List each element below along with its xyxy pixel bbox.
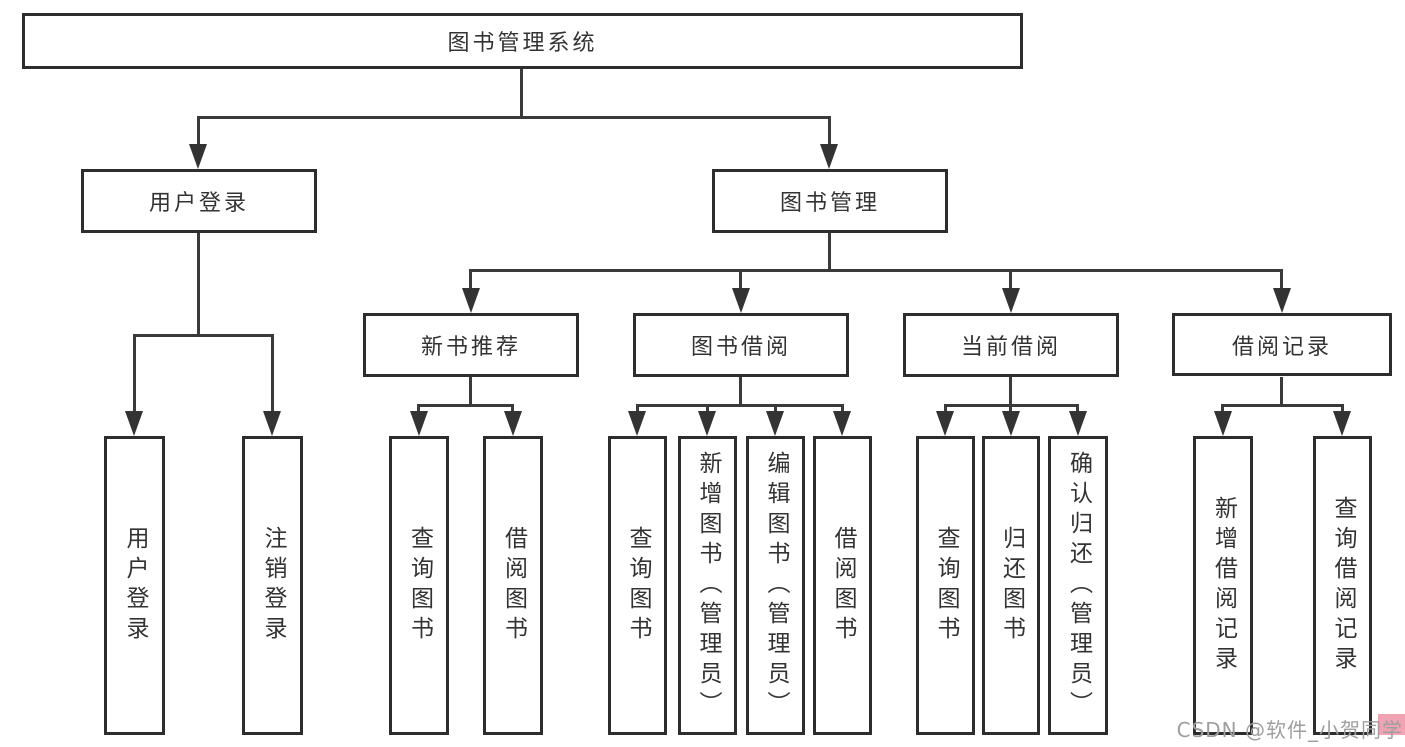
connector-line	[828, 116, 831, 146]
node-current-borrowing-label: 当前借阅	[960, 335, 1061, 360]
leaf-label: 查询借阅记录	[1330, 495, 1356, 676]
arrow-down-icon	[833, 411, 851, 436]
connector-line	[636, 404, 639, 413]
connector-line	[636, 404, 844, 407]
connector-line	[133, 334, 136, 414]
leaf-label: 新增图书（管理员）	[695, 450, 721, 721]
connector-line	[828, 233, 831, 271]
leaf-user-login: 用户登录	[104, 436, 165, 735]
node-root-label: 图书管理系统	[447, 31, 598, 56]
connector-line	[1221, 404, 1224, 413]
connector-line	[1341, 404, 1344, 413]
connector-line	[271, 334, 274, 414]
arrow-down-icon	[628, 411, 646, 436]
watermark: CSDN @软件_小贺同学	[1176, 718, 1403, 742]
arrow-down-icon	[1002, 411, 1020, 436]
connector-line	[417, 404, 514, 407]
leaf-label: 编辑图书（管理员）	[763, 450, 789, 721]
node-book-management-label: 图书管理	[779, 191, 880, 216]
connector-line	[1280, 269, 1283, 291]
connector-line	[469, 269, 1283, 272]
arrow-down-icon	[462, 288, 480, 313]
connector-line	[417, 404, 420, 413]
leaf-label: 查询图书	[406, 525, 433, 646]
arrow-down-icon	[1214, 411, 1232, 436]
connector-line	[774, 404, 777, 413]
node-borrow-records: 借阅记录	[1172, 313, 1392, 376]
connector-line	[1009, 269, 1012, 291]
arrow-down-icon	[263, 411, 281, 436]
connector-line	[841, 404, 844, 413]
arrow-down-icon	[504, 411, 522, 436]
leaf-logout: 注销登录	[242, 436, 303, 735]
leaf-label: 查询图书	[933, 525, 959, 646]
leaf-query-books-borrowing: 查询图书	[608, 436, 667, 735]
arrow-down-icon	[410, 411, 428, 436]
leaf-return-book: 归还图书	[982, 436, 1040, 735]
connector-line	[520, 69, 523, 118]
leaf-label: 新增借阅记录	[1210, 495, 1237, 676]
leaf-label: 查询图书	[625, 525, 651, 646]
arrow-down-icon	[1333, 411, 1351, 436]
arrow-down-icon	[125, 411, 143, 436]
node-book-management: 图书管理	[712, 169, 948, 233]
leaf-borrow-books-recommend: 借阅图书	[483, 436, 543, 735]
connector-line	[197, 116, 200, 146]
connector-line	[944, 404, 947, 413]
node-current-borrowing: 当前借阅	[903, 313, 1119, 377]
leaf-label: 用户登录	[122, 525, 148, 646]
node-user-login-label: 用户登录	[148, 191, 249, 216]
connector-line	[739, 269, 742, 291]
arrow-down-icon	[1069, 411, 1087, 436]
node-user-login: 用户登录	[81, 169, 317, 233]
arrow-down-icon	[766, 411, 784, 436]
node-book-borrowing-label: 图书借阅	[690, 335, 791, 360]
connector-line	[197, 116, 831, 119]
leaf-query-books-current: 查询图书	[916, 436, 975, 735]
leaf-query-books-recommend: 查询图书	[389, 436, 449, 735]
arrow-down-icon	[1273, 288, 1291, 313]
arrow-down-icon	[820, 144, 838, 169]
connector-line	[1009, 404, 1012, 413]
connector-line	[469, 269, 472, 291]
node-borrow-records-label: 借阅记录	[1231, 334, 1332, 360]
node-root: 图书管理系统	[22, 13, 1023, 69]
leaf-label: 借阅图书	[500, 525, 527, 646]
connector-line	[739, 377, 742, 406]
arrow-down-icon	[936, 411, 954, 436]
arrow-down-icon	[698, 411, 716, 436]
leaf-query-borrow-record: 查询借阅记录	[1313, 436, 1372, 735]
connector-line	[706, 404, 709, 413]
connector-line	[133, 334, 274, 337]
connector-line	[1009, 377, 1012, 406]
connector-line	[511, 404, 514, 413]
leaf-label: 注销登录	[260, 525, 286, 646]
connector-line	[1076, 404, 1079, 413]
arrow-down-icon	[1002, 288, 1020, 313]
watermark-highlight	[1378, 714, 1405, 735]
arrow-down-icon	[189, 144, 207, 169]
connector-line	[469, 377, 472, 406]
connector-line	[1280, 377, 1283, 406]
leaf-label: 确认归还（管理员）	[1065, 450, 1092, 721]
leaf-confirm-return-admin: 确认归还（管理员）	[1048, 436, 1108, 735]
node-book-borrowing: 图书借阅	[633, 313, 849, 377]
leaf-label: 归还图书	[998, 525, 1025, 646]
connector-line	[197, 233, 200, 336]
leaf-add-borrow-record: 新增借阅记录	[1193, 436, 1253, 735]
leaf-label: 借阅图书	[830, 525, 856, 646]
connector-line	[1221, 404, 1344, 407]
node-new-book-recommend: 新书推荐	[363, 313, 579, 377]
leaf-add-book-admin: 新增图书（管理员）	[678, 436, 737, 735]
arrow-down-icon	[732, 288, 750, 313]
leaf-borrow-books: 借阅图书	[813, 436, 872, 735]
leaf-edit-book-admin: 编辑图书（管理员）	[746, 436, 805, 735]
node-new-book-recommend-label: 新书推荐	[420, 335, 521, 360]
